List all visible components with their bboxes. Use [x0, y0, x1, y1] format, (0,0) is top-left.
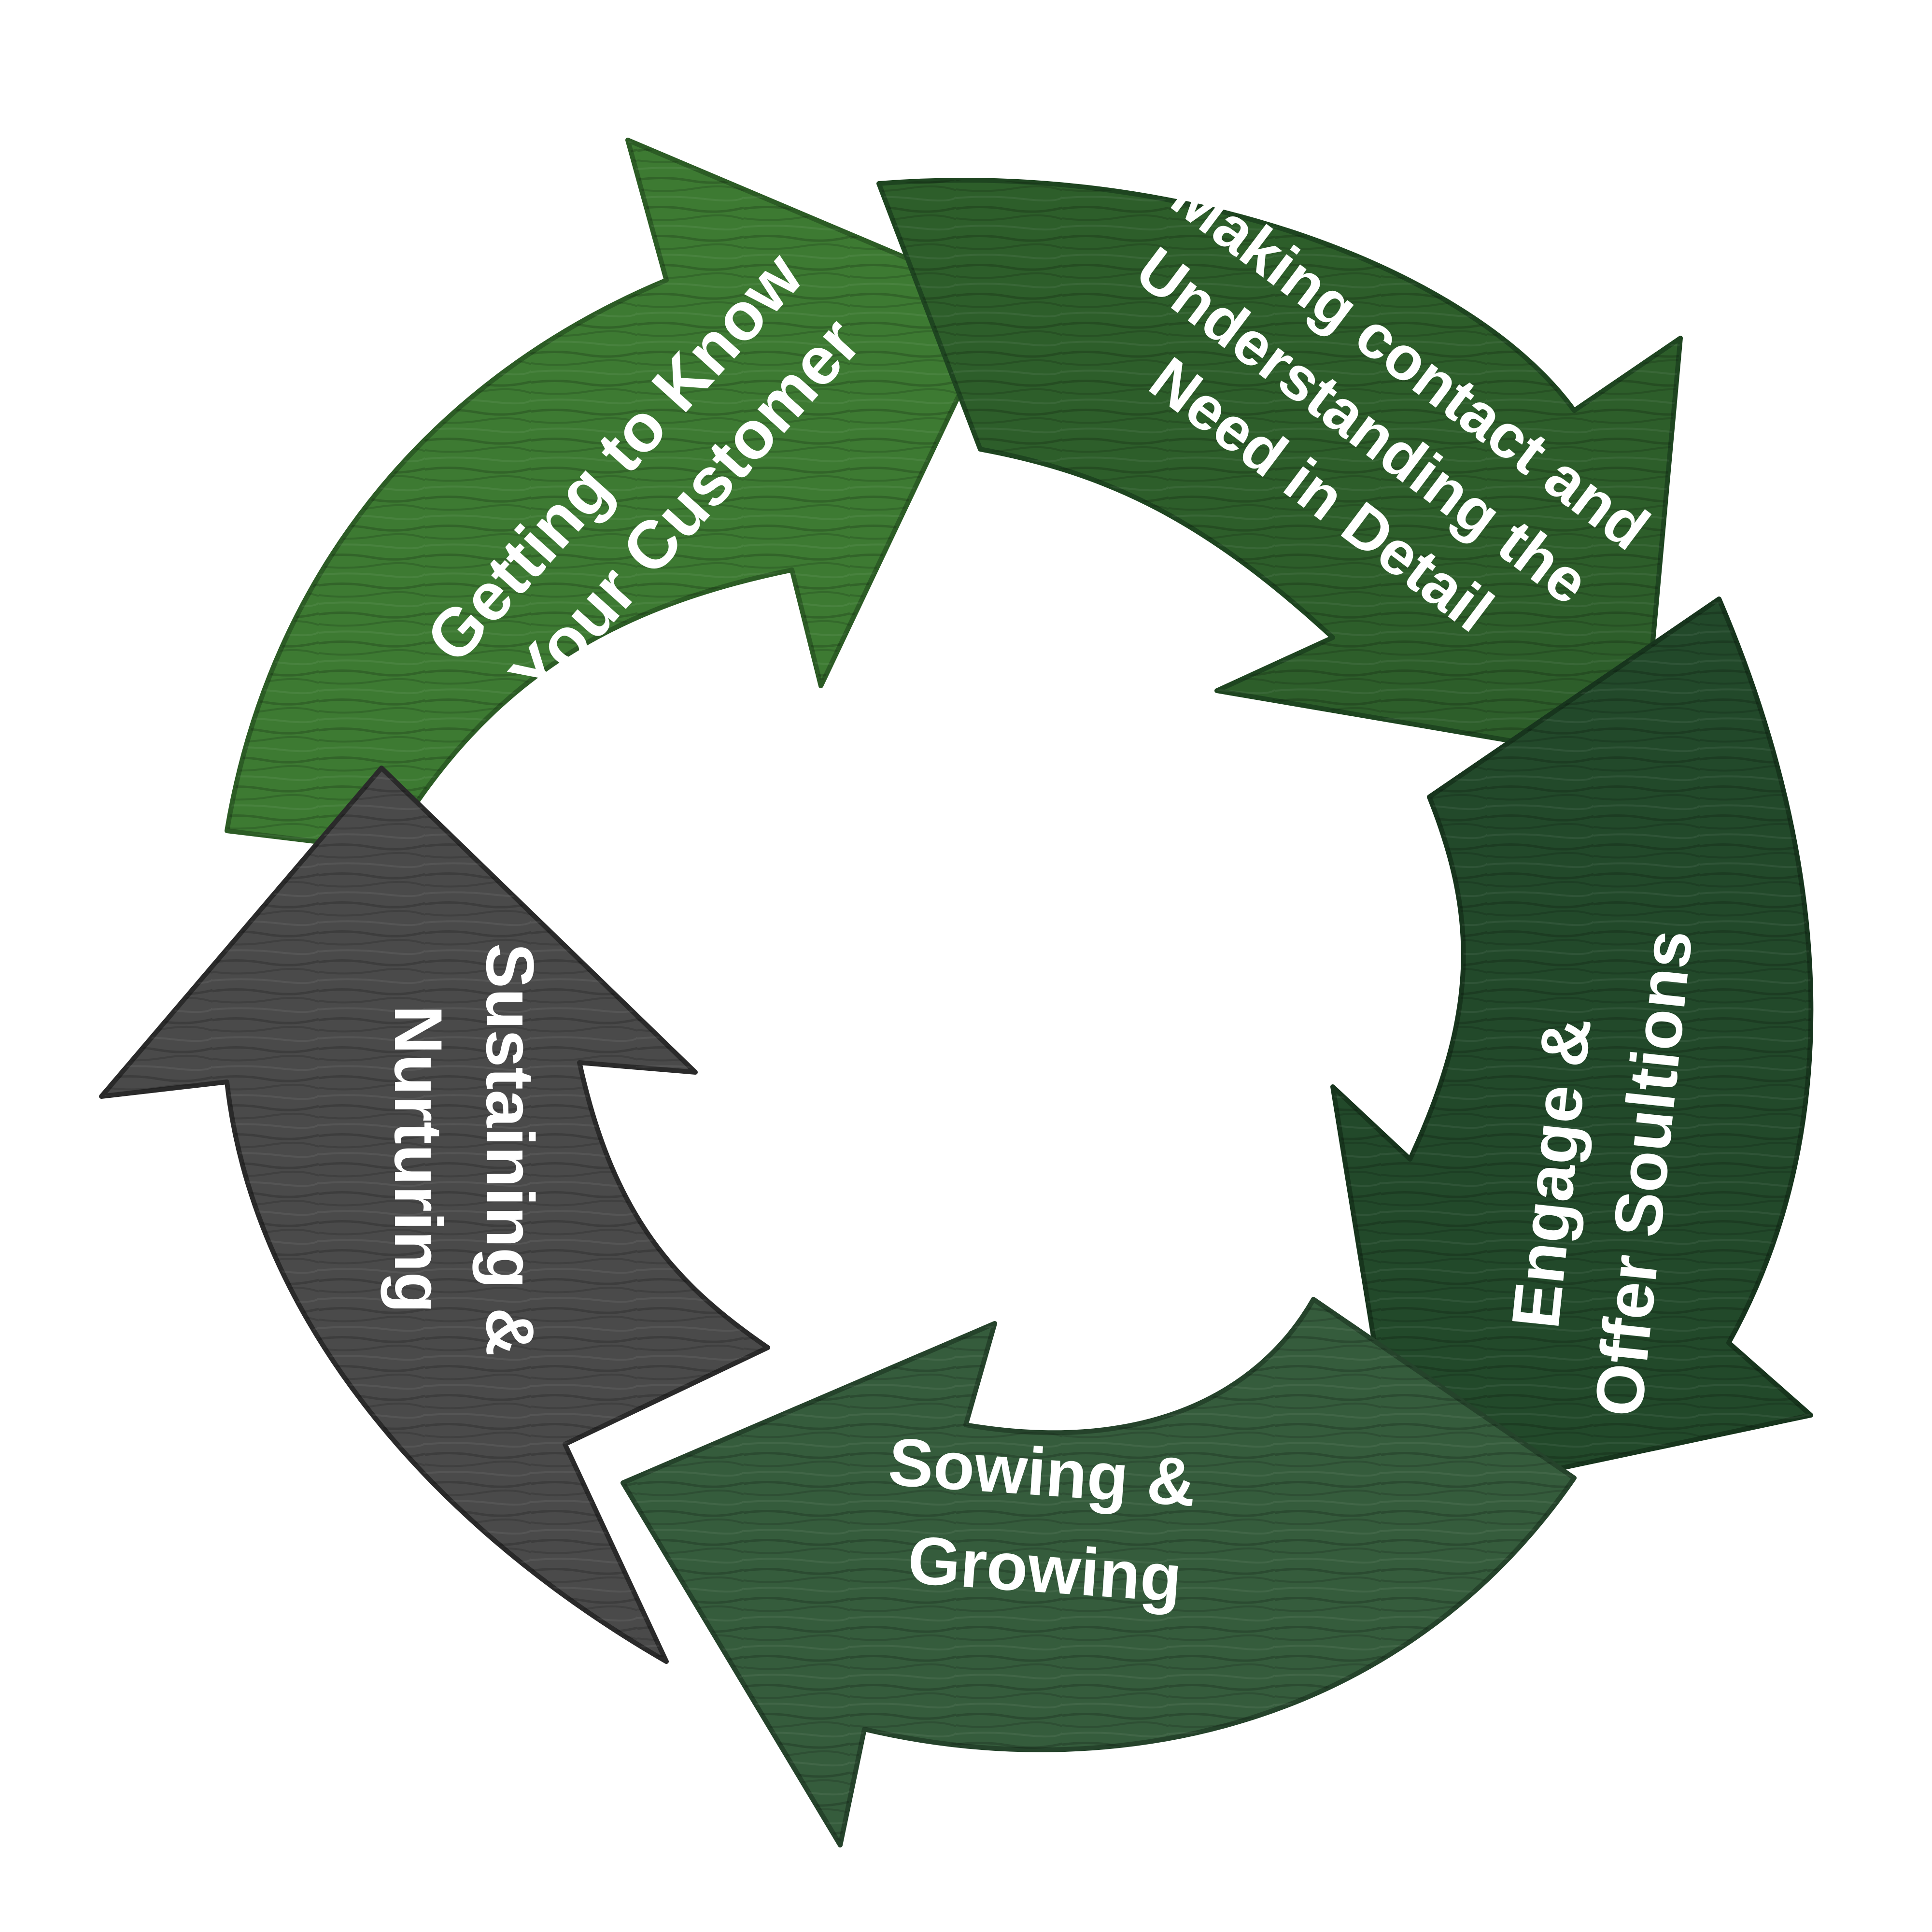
label-sustaining-nurturing: Sustaining & Nurturing: [381, 943, 548, 1376]
arrow-sowing-growing: [620, 1297, 1577, 1847]
arrow-sustaining-nurturing: [99, 766, 770, 1664]
arrow-getting-to-know: [225, 138, 1007, 852]
arrow-getting-to-know-grain: [227, 140, 1004, 850]
arrow-sustaining-nurturing-grain: [101, 768, 768, 1662]
arrow-engage-offer-grain: [1333, 599, 1811, 1502]
arrow-engage-offer: [1330, 597, 1814, 1505]
arrow-making-contact: [876, 178, 1683, 766]
label-sustaining-nurturing-line-2: Nurturing: [381, 1005, 456, 1313]
arrow-making-contact-grain: [879, 180, 1680, 763]
label-sustaining-nurturing-line-1: Sustaining &: [472, 943, 548, 1357]
arrow-sowing-growing-grain: [623, 1299, 1574, 1845]
